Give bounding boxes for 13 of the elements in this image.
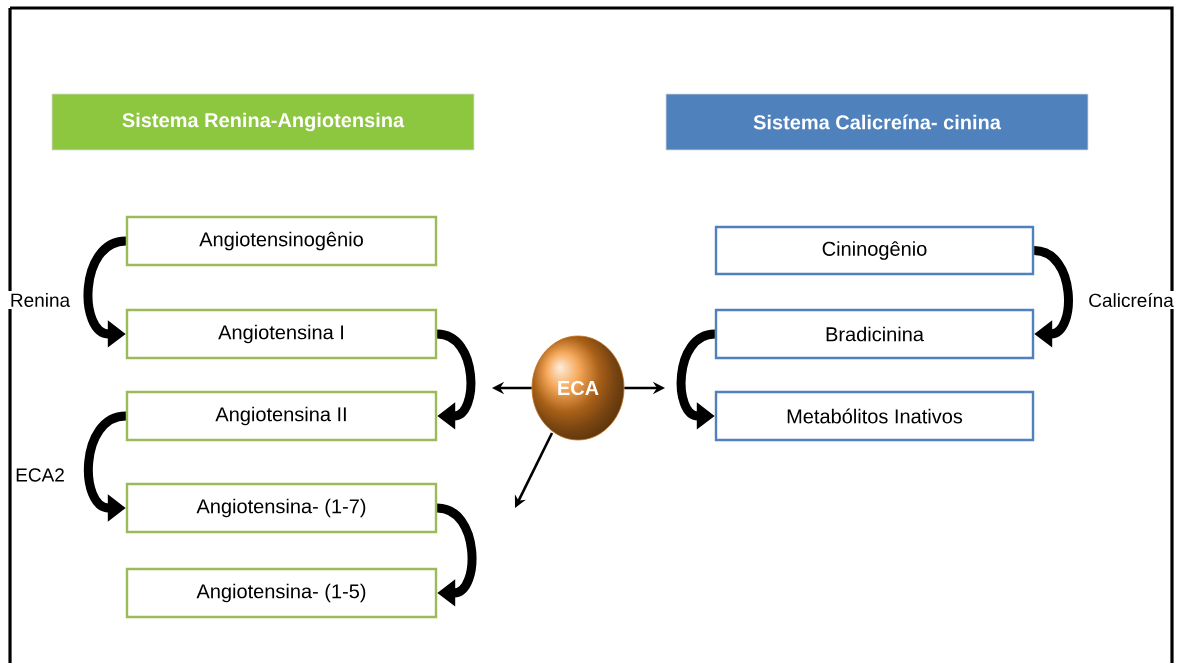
edge-label: ECA2 (13, 466, 67, 484)
process-box: Angiotensina I (125, 308, 438, 360)
process-box: Angiotensina- (1-7) (125, 482, 438, 534)
process-box: Metabólitos Inativos (714, 390, 1035, 442)
edge-label: Renina (7, 291, 73, 309)
header-box: Sistema Calicreína- cinina (665, 93, 1089, 151)
header-box: Sistema Renina-Angiotensina (51, 93, 475, 151)
process-box: Cininogênio (714, 225, 1035, 276)
process-box: Bradicinina (714, 308, 1035, 360)
edge-label: Calicreína (1086, 290, 1176, 310)
process-box: Angiotensinogênio (125, 215, 438, 267)
process-box: Angiotensina II (125, 390, 438, 442)
process-box: Angiotensina- (1-5) (125, 567, 438, 619)
